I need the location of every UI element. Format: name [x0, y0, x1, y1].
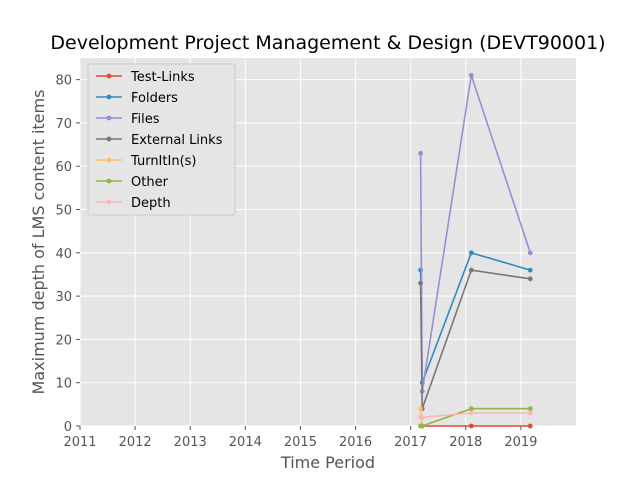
data-point [527, 267, 533, 273]
y-axis-ticks: 0 10 20 30 40 50 60 70 80 [55, 74, 80, 435]
y-axis-label: Maximum depth of LMS content items [29, 90, 48, 395]
y-tick-label: 40 [55, 247, 72, 262]
x-tick-label: 2018 [449, 435, 482, 450]
series-lines [418, 72, 533, 429]
legend-label: Depth [131, 196, 171, 211]
legend-marker [106, 115, 112, 121]
data-point [527, 250, 533, 256]
x-tick-label: 2012 [119, 435, 152, 450]
data-point [468, 406, 474, 412]
x-tick-label: 2016 [339, 435, 372, 450]
legend-marker [106, 199, 112, 205]
x-tick-label: 2017 [394, 435, 427, 450]
data-point [468, 250, 474, 256]
y-tick-label: 70 [55, 117, 72, 132]
y-tick-label: 10 [55, 377, 72, 392]
series-line [419, 269, 531, 409]
x-tick-label: 2014 [229, 435, 262, 450]
x-tick-label: 2019 [504, 435, 537, 450]
x-tick-label: 2011 [63, 435, 96, 450]
legend-label: Files [131, 112, 160, 127]
data-point [527, 410, 533, 416]
data-point [418, 280, 423, 286]
y-tick-label: 30 [55, 290, 72, 305]
legend-label: External Links [131, 133, 223, 148]
data-point [419, 414, 425, 420]
legend-box [87, 63, 236, 216]
legend-label: Other [131, 175, 169, 190]
y-tick-label: 50 [55, 204, 72, 219]
data-point [419, 423, 425, 429]
y-tick-label: 80 [55, 74, 72, 89]
y-tick-label: 20 [55, 333, 72, 348]
data-point [468, 72, 474, 78]
x-tick-label: 2013 [174, 435, 207, 450]
legend-marker [106, 136, 112, 142]
legend-label: Folders [131, 91, 178, 106]
y-tick-label: 60 [55, 160, 72, 175]
data-point [418, 150, 423, 156]
legend-marker [106, 178, 112, 184]
data-point [418, 406, 423, 412]
data-point [527, 423, 533, 429]
data-point [468, 267, 474, 273]
x-tick-label: 2015 [284, 435, 317, 450]
data-point [527, 406, 533, 412]
legend-marker [106, 73, 112, 79]
x-axis-label: Time Period [280, 453, 375, 472]
legend-marker [106, 94, 112, 100]
data-point [468, 423, 474, 429]
data-point [527, 276, 533, 282]
data-point [468, 410, 474, 416]
y-tick-label: 0 [64, 420, 72, 435]
legend-label: Test-Links [130, 70, 195, 85]
chart-title: Development Project Management & Design … [50, 32, 605, 54]
legend-marker [106, 157, 112, 163]
x-axis-ticks: 2011 2012 2013 2014 2015 2016 2017 2018 2019 [63, 426, 537, 450]
legend-label: TurnItIn(s) [130, 154, 196, 169]
series-line [419, 75, 532, 392]
